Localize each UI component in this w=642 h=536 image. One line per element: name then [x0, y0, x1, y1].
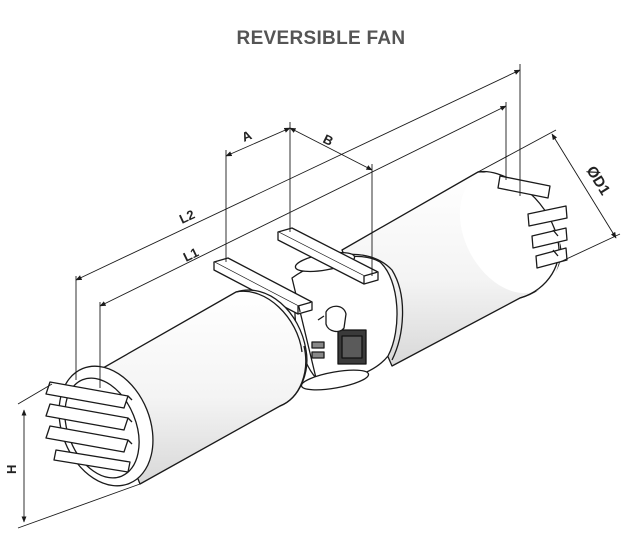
terminal-box	[311, 305, 367, 365]
d1-ext-top	[477, 129, 557, 173]
h-ext-top	[17, 383, 53, 405]
label-l2: L2	[177, 207, 197, 227]
b-dim-line	[289, 127, 373, 171]
diagram-title: REVERSIBLE FAN	[236, 28, 406, 49]
l1-dim-line	[99, 105, 507, 307]
label-a: A	[240, 127, 255, 145]
label-d1: ØD1	[583, 163, 614, 198]
front-louvres	[45, 381, 133, 473]
label-b: B	[321, 131, 336, 149]
d1-dim-line	[551, 133, 617, 239]
label-h: H	[4, 465, 19, 474]
label-l1: L1	[181, 245, 201, 265]
a-dim-line	[225, 127, 291, 157]
h-ext-bottom	[17, 483, 141, 529]
d1-ext-bottom	[559, 233, 621, 263]
